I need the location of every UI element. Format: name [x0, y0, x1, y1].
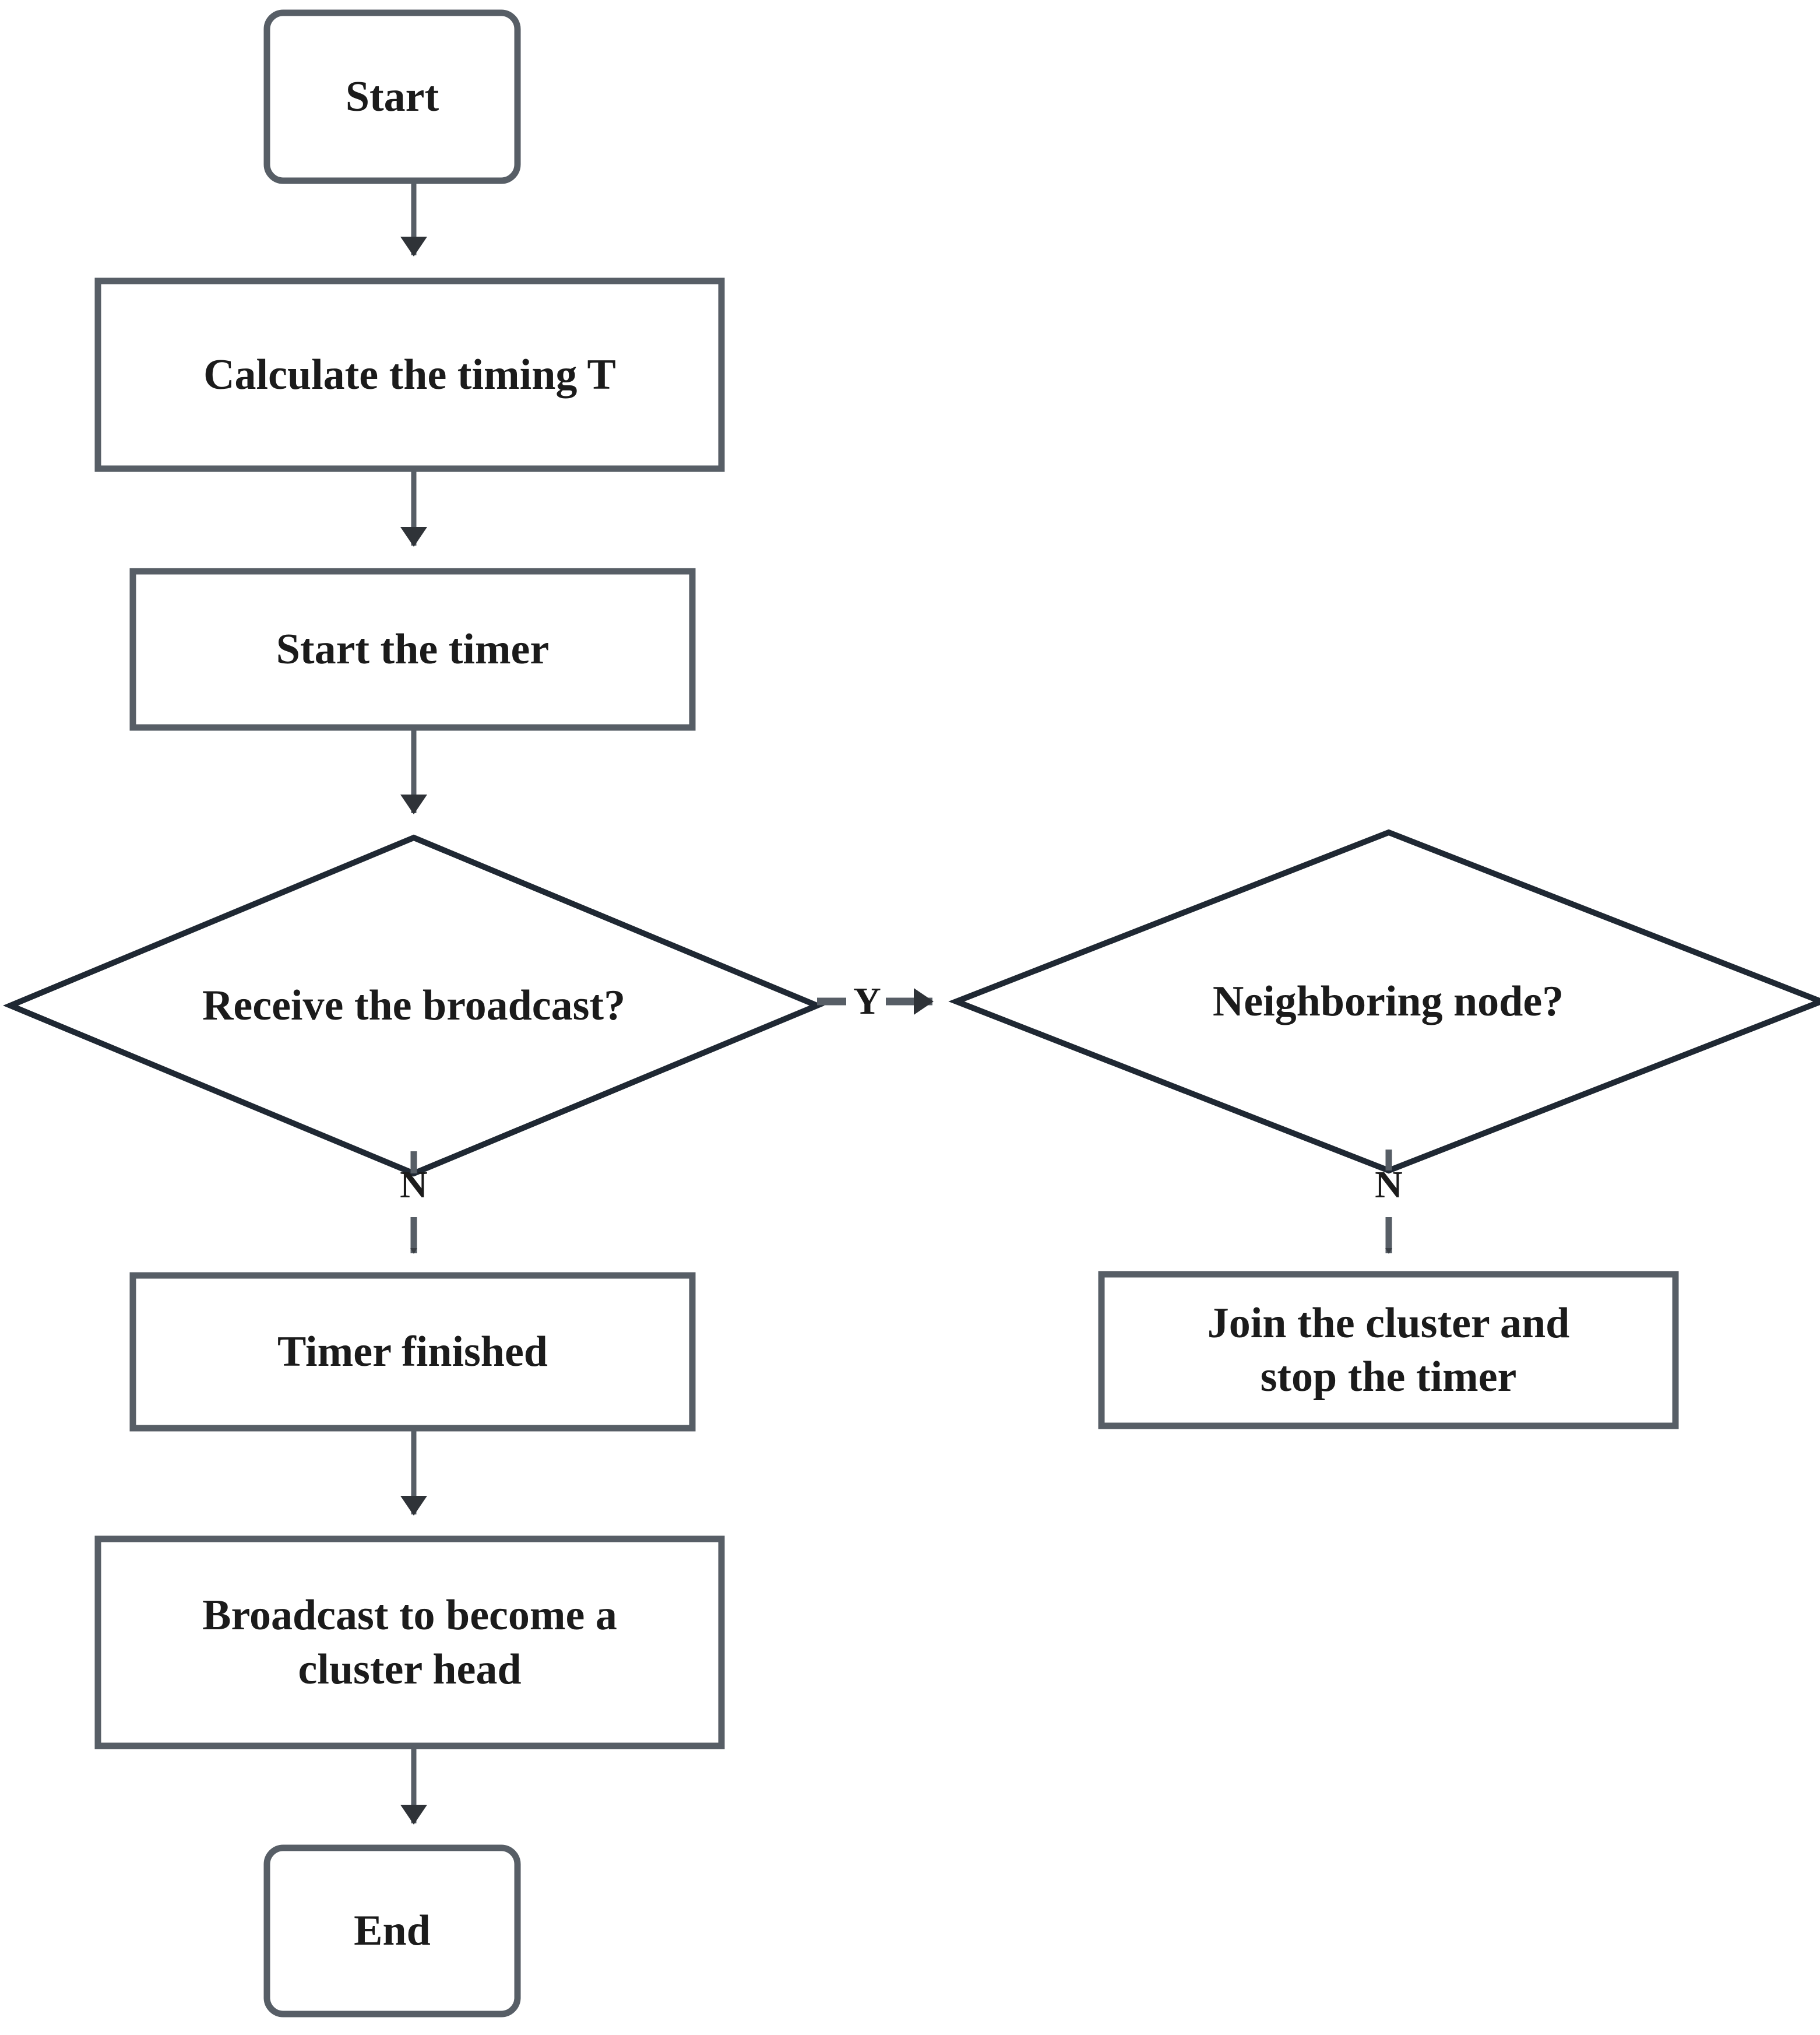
node-calculate-timing-shape[interactable] [94, 277, 725, 472]
node-timer-finished-shape[interactable] [129, 1272, 696, 1432]
node-join-cluster-shape[interactable] [1098, 1271, 1679, 1429]
node-neighboring-node-shape[interactable] [948, 829, 1820, 1174]
node-end-shape[interactable] [263, 1844, 521, 2018]
edge-label-no-right: N [1375, 1164, 1403, 1206]
node-start-shape[interactable] [263, 9, 521, 184]
node-broadcast-cluster-head-shape[interactable] [94, 1535, 725, 1749]
edge-label-yes: Y [853, 980, 881, 1022]
node-start-timer-shape[interactable] [129, 568, 696, 731]
edge-label-no-left: N [400, 1164, 428, 1206]
node-receive-broadcast-shape[interactable] [2, 834, 825, 1177]
